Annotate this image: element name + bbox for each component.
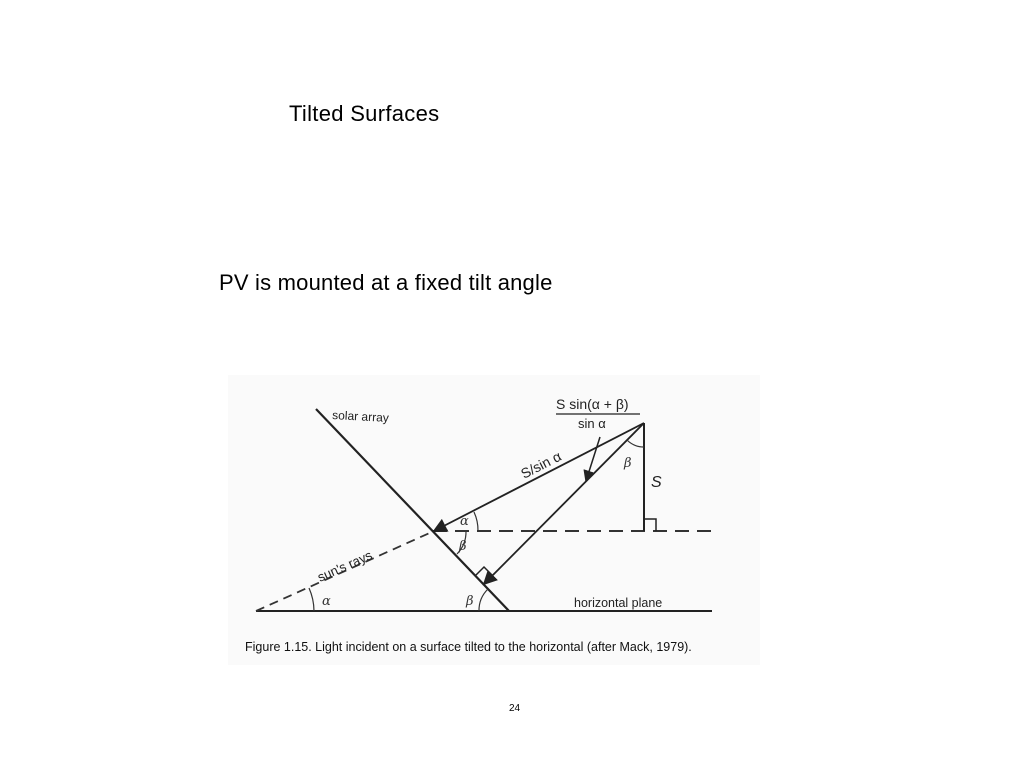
beta-arc-surface	[456, 530, 467, 555]
suns-rays-label: sun's rays	[315, 547, 375, 585]
alpha-arc-surface	[473, 511, 479, 532]
s-over-sin-alpha-ray	[432, 422, 645, 532]
suns-rays-dashed-line	[255, 530, 435, 612]
right-angle-marker-s	[644, 518, 657, 531]
slide-subtitle: PV is mounted at a fixed tilt angle	[219, 270, 553, 295]
figure-caption: Figure 1.15. Light incident on a surface…	[245, 640, 692, 654]
s-label: S	[651, 474, 662, 491]
tilted-surface-diagram: solar array sun's rays horizontal plane …	[255, 396, 712, 612]
beta-arc-base	[478, 588, 489, 612]
beta-label-base: β	[465, 594, 474, 609]
tilted-surface-figure: solar array sun's rays horizontal plane …	[228, 375, 760, 665]
horizontal-plane-label: horizontal plane	[574, 596, 662, 610]
solar-array-label: solar array	[332, 408, 389, 425]
normal-component-arrow	[482, 422, 645, 586]
alpha-arc-origin	[308, 587, 315, 612]
solar-array-line	[315, 408, 510, 612]
alpha-label-origin: α	[322, 594, 331, 609]
right-angle-marker-surface	[475, 565, 493, 576]
page-number: 24	[509, 703, 521, 714]
beta-label-top: β	[623, 456, 632, 471]
beta-label-surface: β	[458, 539, 467, 554]
formula-numerator: S sin(α + β)	[556, 396, 629, 412]
formula-callout-arrow	[583, 436, 601, 483]
formula-denominator: sin α	[578, 416, 606, 431]
beta-arc-top	[626, 439, 645, 448]
alpha-label-surface: α	[460, 514, 469, 529]
slide-title: Tilted Surfaces	[289, 101, 440, 126]
